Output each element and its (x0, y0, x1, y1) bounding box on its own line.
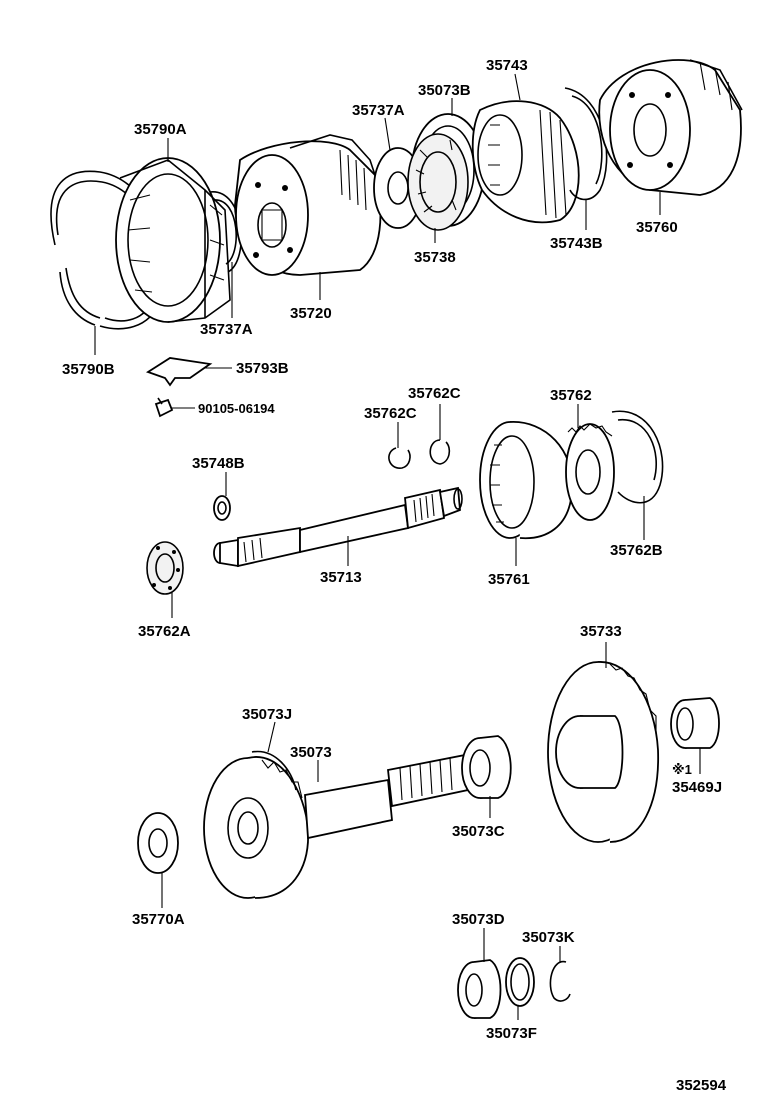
part-35733-sun-gear-drum[interactable] (547, 661, 659, 843)
label-35762C-right: 35762C (408, 385, 461, 402)
label-35073C: 35073C (452, 823, 505, 840)
part-35760-clutch-drum[interactable] (598, 59, 743, 196)
label-35748B: 35748B (192, 455, 245, 472)
part-35713-input-shaft[interactable] (213, 486, 463, 568)
part-35793B-bracket[interactable] (145, 357, 213, 387)
part-35762C-snap-ring-right[interactable] (429, 439, 451, 465)
label-35073D: 35073D (452, 911, 505, 928)
label-35760: 35760 (636, 219, 678, 236)
label-35733: 35733 (580, 623, 622, 640)
part-35762A-bearing[interactable] (146, 541, 184, 595)
leader-lines (94, 73, 701, 1020)
part-35770A-thrust-washer[interactable] (137, 812, 179, 874)
label-35762B: 35762B (610, 542, 663, 559)
label-35762C-left: 35762C (364, 405, 417, 422)
label-35073F: 35073F (486, 1025, 537, 1042)
part-35762-flange[interactable] (565, 423, 615, 521)
note-mark-1: ※1 (672, 762, 692, 777)
label-35761: 35761 (488, 571, 530, 588)
label-35743: 35743 (486, 57, 528, 74)
label-35790B: 35790B (62, 361, 115, 378)
label-35720: 35720 (290, 305, 332, 322)
label-35790A: 35790A (134, 121, 187, 138)
label-35743B: 35743B (550, 235, 603, 252)
part-35469J-bushing[interactable] (670, 697, 720, 749)
part-35743-clutch-hub[interactable] (471, 100, 580, 224)
label-35073K: 35073K (522, 929, 575, 946)
part-35073J-snap-ring[interactable] (251, 750, 297, 791)
part-35073K-snap-ring[interactable] (549, 961, 571, 1002)
part-35073F-spacer[interactable] (505, 957, 535, 1007)
part-35743B-snap-ring[interactable] (564, 87, 608, 201)
part-35762B-snap-ring[interactable] (611, 410, 664, 504)
label-35073B: 35073B (418, 82, 471, 99)
part-35738-thrust-bearing[interactable] (407, 133, 469, 231)
part-35073-output-shaft[interactable] (203, 753, 469, 899)
label-35738: 35738 (414, 249, 456, 266)
label-35737A-bottom: 35737A (200, 321, 253, 338)
label-35737A-top: 35737A (352, 102, 405, 119)
label-35469J: 35469J (672, 779, 722, 796)
part-35073C-bearing[interactable] (461, 735, 512, 799)
part-35790A-clutch-drum[interactable] (115, 157, 231, 323)
part-35762C-snap-ring-left[interactable] (388, 447, 411, 469)
label-90105-06194: 90105-06194 (198, 401, 275, 416)
label-35073J: 35073J (242, 706, 292, 723)
part-90105-06194-bolt[interactable] (154, 397, 174, 418)
label-35762A: 35762A (138, 623, 191, 640)
label-35793B: 35793B (236, 360, 289, 377)
label-35762: 35762 (550, 387, 592, 404)
label-35713: 35713 (320, 569, 362, 586)
part-35073D-bearing[interactable] (457, 959, 502, 1019)
part-35748B-washer[interactable] (213, 495, 231, 521)
label-35770A: 35770A (132, 911, 185, 928)
label-35073: 35073 (290, 744, 332, 761)
diagram-id: 352594 (676, 1077, 727, 1094)
part-35761-ring-gear[interactable] (479, 421, 573, 540)
part-35720-front-clutch-drum[interactable] (234, 134, 382, 276)
part-labels: 35790A 35790B 35737A 35737A 35720 35073B… (62, 57, 727, 1094)
